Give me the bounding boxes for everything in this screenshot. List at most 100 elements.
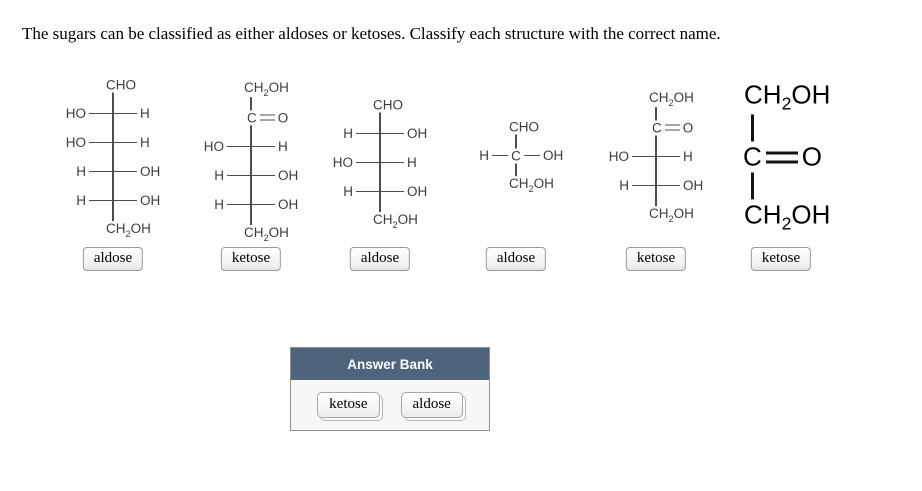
formula-label: CHO: [508, 119, 540, 134]
horizontal-bond: [632, 155, 680, 157]
horizontal-bond: [227, 145, 275, 147]
center-carbon-label: C: [508, 148, 524, 163]
horizontal-bond: [356, 161, 404, 163]
formula-label: CH2OH: [743, 79, 832, 115]
bond-area: [89, 186, 137, 215]
double-bond: [765, 151, 798, 163]
left-substituent-label: H: [343, 126, 353, 141]
question-text: The sugars can be classified as either a…: [22, 24, 721, 43]
classification-answer-chip[interactable]: ketose: [625, 247, 687, 271]
classification-answer-chip[interactable]: ketose: [220, 247, 282, 271]
horizontal-bond: [227, 203, 275, 205]
formula-row: CH2OH: [692, 67, 832, 127]
bond-area: [356, 177, 404, 206]
answer-bank: Answer Bank ketose aldose: [290, 347, 490, 431]
formula-row: CH2OH: [456, 170, 576, 199]
formula-row: CHO: [53, 70, 173, 99]
right-substituent-label: H: [140, 106, 150, 121]
vertical-bond: [250, 94, 252, 226]
answer-bank-header: Answer Bank: [291, 348, 489, 380]
horizontal-bond: [356, 132, 404, 134]
bond-area: [227, 161, 275, 190]
stereo-row: HO H: [53, 99, 173, 128]
bond-area: [227, 132, 275, 161]
oxygen-atom-label: O: [681, 120, 695, 135]
formula-row: CH2OH: [53, 215, 173, 244]
formula-row: CH2OH: [596, 200, 716, 229]
classification-answer-chip[interactable]: aldose: [349, 247, 411, 271]
stereo-row: H OH: [191, 190, 311, 219]
bond-area: [356, 148, 404, 177]
bond-area: [632, 142, 680, 171]
formula-row: CH2OH: [191, 219, 311, 248]
formula-label: CHO: [105, 77, 137, 92]
right-substituent-label: OH: [278, 168, 299, 183]
right-substituent-label: OH: [278, 197, 299, 212]
formula-row: CH2OH: [191, 74, 311, 103]
bond-area: C: [492, 141, 540, 170]
formula-label: CH2OH: [743, 199, 832, 235]
left-substituent-label: H: [76, 193, 86, 208]
left-substituent-label: HO: [65, 135, 86, 150]
horizontal-bond: [89, 141, 137, 143]
formula-label: CH2OH: [105, 220, 152, 239]
left-substituent-label: HO: [332, 155, 353, 170]
classification-answer-chip[interactable]: aldose: [82, 247, 144, 271]
formula-label: CH2OH: [243, 79, 290, 98]
classification-answer-chip[interactable]: aldose: [485, 247, 547, 271]
oxygen-atom-label: O: [276, 110, 290, 125]
stereo-row: H OH: [53, 157, 173, 186]
bond-area: [89, 99, 137, 128]
left-substituent-label: HO: [203, 139, 224, 154]
left-substituent-label: H: [343, 184, 353, 199]
right-substituent-label: OH: [140, 164, 161, 179]
formula-row: CHO: [456, 112, 576, 141]
left-substituent-label: H: [479, 148, 489, 163]
bank-item-aldose[interactable]: aldose: [400, 392, 463, 418]
formula-label: CH2OH: [243, 224, 290, 243]
left-substituent-label: H: [619, 178, 629, 193]
horizontal-bond: [227, 174, 275, 176]
right-substituent-label: OH: [683, 178, 704, 193]
stereo-row: H OH: [596, 171, 716, 200]
formula-row: CHO: [320, 90, 440, 119]
bank-item-ketose[interactable]: ketose: [317, 392, 380, 418]
horizontal-bond: [89, 170, 137, 172]
right-substituent-label: OH: [407, 126, 428, 141]
classification-answer-chip[interactable]: ketose: [750, 247, 812, 271]
left-substituent-label: H: [76, 164, 86, 179]
stereo-row: H OH: [320, 177, 440, 206]
formula-label: CH2OH: [648, 205, 695, 224]
horizontal-bond: [632, 184, 680, 186]
carbon-atom-label: C: [246, 110, 258, 125]
left-substituent-label: H: [214, 197, 224, 212]
bond-area: [356, 119, 404, 148]
oxygen-atom-label: O: [800, 141, 824, 173]
formula-row: CH2OH: [596, 84, 716, 113]
double-bond: [664, 124, 680, 131]
bond-area: [227, 190, 275, 219]
right-substituent-label: OH: [407, 184, 428, 199]
left-substituent-label: HO: [65, 106, 86, 121]
formula-label: CHO: [372, 97, 404, 112]
horizontal-bond: [89, 199, 137, 201]
formula-row: CH2OH: [320, 206, 440, 235]
